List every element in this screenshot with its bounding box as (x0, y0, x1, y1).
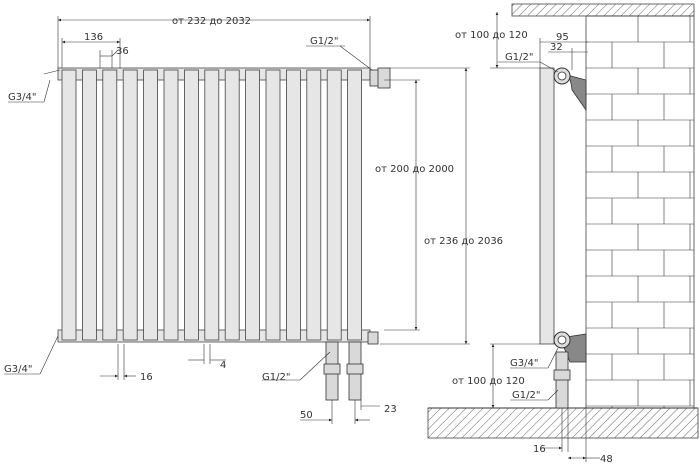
radiator-bar (163, 69, 179, 341)
wall-gap-top-label: от 100 до 120 (455, 30, 528, 41)
side-bottom-thread-a-label: G3/4" (510, 358, 538, 369)
radiator-bar (224, 69, 240, 341)
total-height-label: от 236 до 2036 (424, 236, 503, 247)
radiator-bar (122, 69, 138, 341)
bottom-right-fitting (367, 331, 379, 345)
pipe-spacing-label: 50 (300, 410, 313, 421)
brick-wall (585, 15, 695, 409)
bottom-left-inlet-thread-label: G3/4" (4, 364, 32, 375)
radiator-bar (143, 69, 159, 341)
radiator-bar (306, 69, 322, 341)
radiator-bar (245, 69, 261, 341)
top-right-fitting-nut (377, 67, 391, 89)
radiator-bar (61, 69, 77, 341)
ceiling-hatch (511, 3, 695, 17)
top-left-inlet-thread-label: G3/4" (8, 92, 36, 103)
radiator-bar (204, 69, 220, 341)
bar-gap-label: 16 (140, 372, 153, 383)
radiator-bar (347, 69, 363, 341)
bar-width-label: 36 (116, 46, 129, 57)
radiator-bar (82, 69, 97, 341)
radiator-bars (61, 69, 363, 341)
radiator-bar (265, 69, 281, 341)
side-floor-pipe-nut (553, 369, 571, 381)
bottom-connection-thread-label: G1/2" (262, 372, 290, 383)
front-view: от 232 до 2032 136 36 G1/2" G3/4" G3/4" … (4, 16, 503, 424)
radiator-bar (285, 69, 301, 341)
side-top-thread-label: G1/2" (505, 52, 533, 63)
side-view: от 100 до 120 95 G1/2" 32 G3/4" от 100 д… (427, 3, 699, 465)
radiator-bar (102, 69, 118, 341)
floor-gap-label: от 100 до 120 (452, 376, 525, 387)
bar-depth-label: 4 (220, 360, 226, 371)
wall-face (585, 15, 695, 409)
depth-95-label: 95 (556, 32, 569, 43)
top-outlet-thread-label: G1/2" (310, 36, 338, 47)
floor-hatch (427, 407, 699, 439)
floor-48-label: 48 (600, 454, 613, 465)
pitch-label: 136 (84, 32, 103, 43)
pipe-diameter-label: 23 (384, 404, 397, 415)
bar-height-label: от 200 до 2000 (375, 164, 454, 175)
side-bottom-thread-b-label: G1/2" (512, 390, 540, 401)
bottom-pipe-left-nut (323, 363, 341, 375)
side-radiator-body (539, 67, 555, 345)
overall-width-label: от 232 до 2032 (172, 16, 251, 27)
depth-32-label: 32 (550, 42, 563, 53)
floor-16-label: 16 (533, 444, 546, 455)
radiator-bar (326, 69, 342, 341)
radiator-bar (183, 69, 199, 341)
bottom-pipe-right-nut (346, 363, 364, 375)
